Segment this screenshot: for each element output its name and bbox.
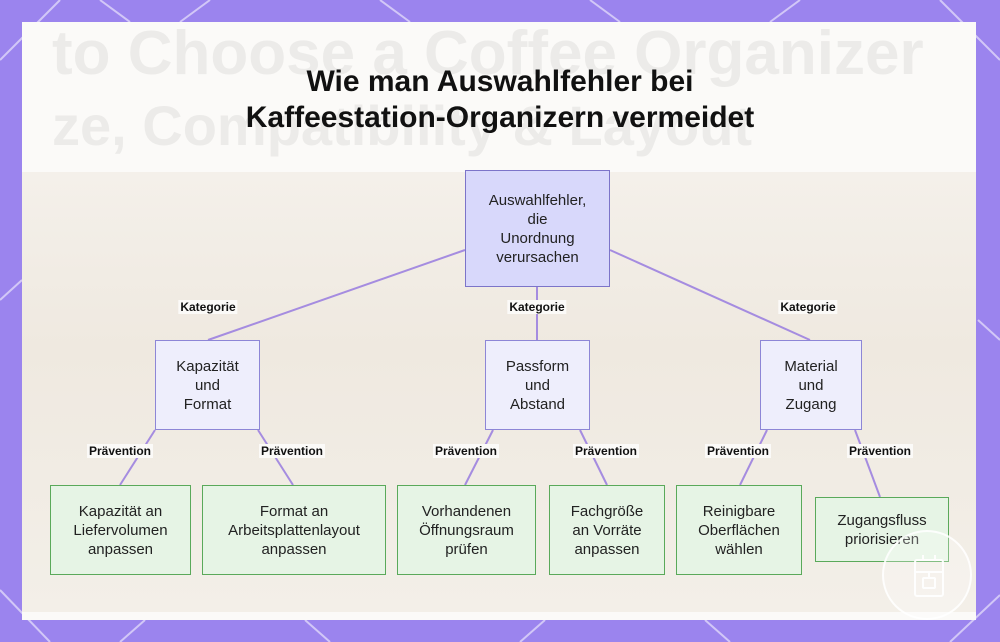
edge-label-category-2: Kategorie	[507, 300, 566, 314]
coffee-machine-icon	[909, 554, 949, 600]
edge-root-cat-1	[208, 250, 465, 340]
category-line: und	[176, 376, 239, 395]
category-line: Material	[784, 357, 837, 376]
leaf-line: Vorhandenen	[419, 502, 514, 521]
leaf-node: Vorhandenen Öffnungsraum prüfen	[397, 485, 536, 575]
edge-label-prevention-3: Prävention	[433, 444, 499, 458]
leaf-line: Öffnungsraum	[419, 521, 514, 540]
root-line: verursachen	[489, 248, 587, 267]
leaf-line: prüfen	[419, 540, 514, 559]
category-line: Zugang	[784, 395, 837, 414]
category-line: Kapazität	[176, 357, 239, 376]
root-line: Auswahlfehler,	[489, 191, 587, 210]
leaf-node: Kapazität an Liefervolumen anpassen	[50, 485, 191, 575]
leaf-line: Oberflächen	[698, 521, 780, 540]
leaf-line: Kapazität an	[73, 502, 167, 521]
category-line: und	[784, 376, 837, 395]
category-line: Passform	[506, 357, 569, 376]
category-node-fit: Passform und Abstand	[485, 340, 590, 430]
edge-label-category-1: Kategorie	[178, 300, 237, 314]
leaf-line: anpassen	[228, 540, 360, 559]
leaf-node: Fachgröße an Vorräte anpassen	[549, 485, 665, 575]
edge-label-prevention-6: Prävention	[847, 444, 913, 458]
category-node-capacity: Kapazität und Format	[155, 340, 260, 430]
category-line: Format	[176, 395, 239, 414]
leaf-node: Reinigbare Oberflächen wählen	[676, 485, 802, 575]
leaf-line: an Vorräte	[571, 521, 644, 540]
edge-cat-3-leaf-2	[855, 430, 880, 497]
leaf-line: Liefervolumen	[73, 521, 167, 540]
leaf-line: wählen	[698, 540, 780, 559]
leaf-line: anpassen	[73, 540, 167, 559]
leaf-line: Reinigbare	[698, 502, 780, 521]
leaf-node: Format an Arbeitsplattenlayout anpassen	[202, 485, 386, 575]
category-line: und	[506, 376, 569, 395]
leaf-line: anpassen	[571, 540, 644, 559]
edge-label-prevention-1: Prävention	[87, 444, 153, 458]
brand-logo	[882, 530, 972, 620]
edge-root-cat-3	[610, 250, 810, 340]
leaf-line: Arbeitsplattenlayout	[228, 521, 360, 540]
edge-label-prevention-5: Prävention	[705, 444, 771, 458]
root-node: Auswahlfehler, die Unordnung verursachen	[465, 170, 610, 287]
edge-label-prevention-4: Prävention	[573, 444, 639, 458]
edge-label-category-3: Kategorie	[778, 300, 837, 314]
category-line: Abstand	[506, 395, 569, 414]
edge-label-prevention-2: Prävention	[259, 444, 325, 458]
root-line: Unordnung	[489, 229, 587, 248]
category-node-material: Material und Zugang	[760, 340, 862, 430]
leaf-line: Format an	[228, 502, 360, 521]
root-line: die	[489, 210, 587, 229]
leaf-line: Zugangsfluss	[837, 511, 926, 530]
leaf-line: Fachgröße	[571, 502, 644, 521]
